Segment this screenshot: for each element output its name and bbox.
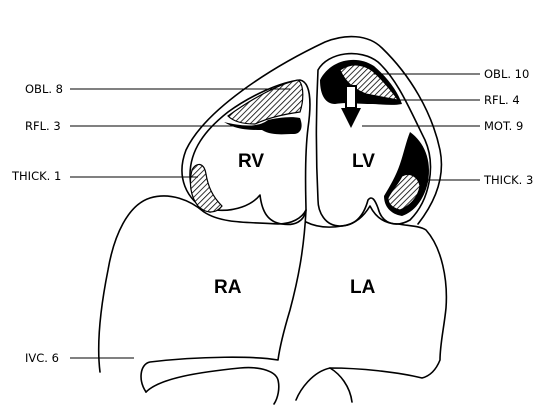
- chamber-label-rv: RV: [238, 151, 264, 172]
- la-bottom-lobe: [329, 367, 353, 403]
- lv-outline: [315, 52, 432, 227]
- label-rfl-3: RFL. 3: [25, 119, 61, 133]
- ra-bottom-lobe: [145, 366, 280, 405]
- label-thick-1: THICK. 1: [11, 169, 61, 183]
- lv-lateral-hatch: [387, 173, 421, 211]
- label-rfl-4: RFL. 4: [484, 93, 520, 107]
- chamber-label-ra: RA: [214, 277, 242, 298]
- rv-apex-wall: [227, 79, 304, 125]
- heart-outer-outline: [181, 35, 443, 225]
- rv-lateral-wall: [189, 163, 223, 213]
- label-obl-10: OBL. 10: [484, 67, 529, 81]
- motion-arrow-shaft: [345, 85, 357, 109]
- chamber-label-lv: LV: [352, 151, 375, 172]
- chamber-label-la: LA: [350, 277, 376, 298]
- motion-arrow-head: [341, 108, 361, 128]
- label-ivc-6: IVC. 6: [25, 351, 59, 365]
- la-outline: [295, 205, 448, 401]
- label-thick-3: THICK. 3: [483, 173, 533, 187]
- label-mot-9: MOT. 9: [484, 119, 523, 133]
- label-obl-8: OBL. 8: [25, 82, 63, 96]
- ra-outline: [97, 195, 307, 393]
- rv-outline: [189, 79, 311, 226]
